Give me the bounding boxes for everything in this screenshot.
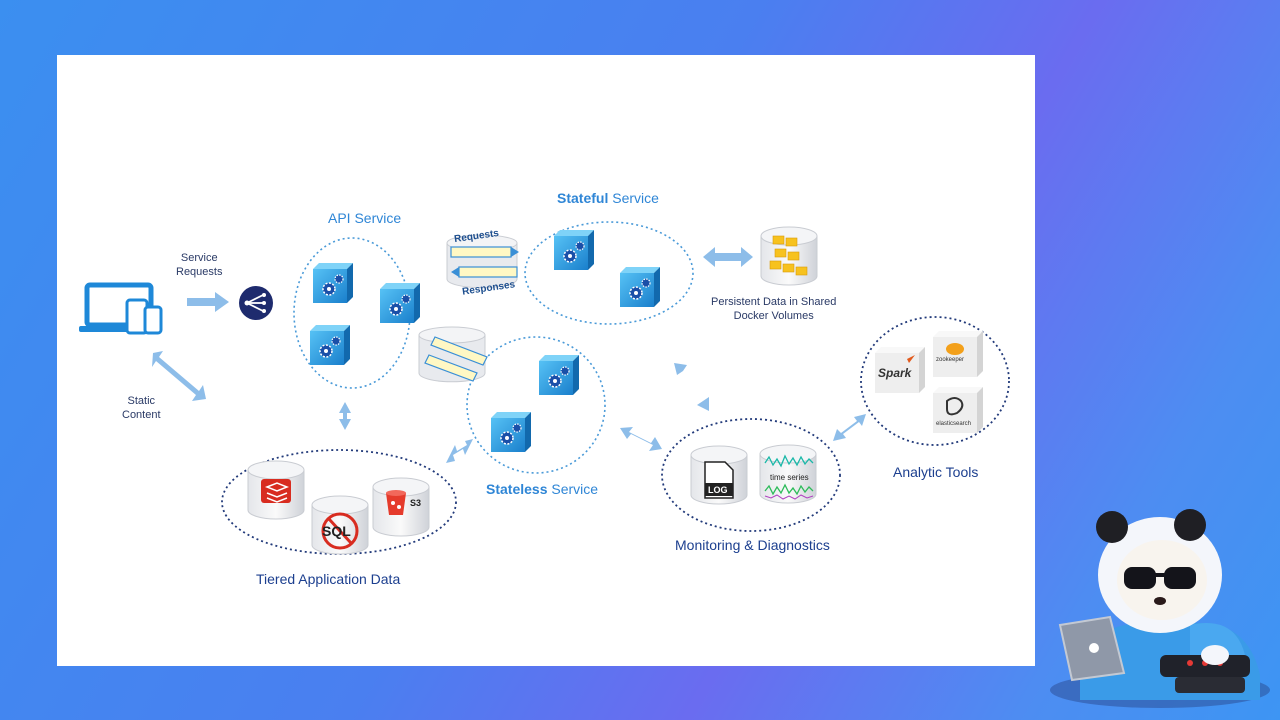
elasticsearch-label: elasticsearch: [936, 421, 972, 427]
tiered-data-circle: [221, 449, 457, 555]
stateful-service-circle: [524, 221, 694, 325]
architecture-diagram: [79, 221, 1010, 555]
container-cube-icon: [619, 266, 661, 308]
container-cube-icon: [538, 354, 580, 396]
devices-icon: [79, 282, 163, 335]
monitoring-circle: [661, 418, 841, 532]
log-file-icon: [704, 461, 734, 499]
container-cube-icon: [379, 282, 421, 324]
log-label: LOG: [708, 485, 728, 495]
stateful-service-suffix: Service: [608, 190, 659, 206]
container-cube-icon: [309, 324, 351, 366]
monitoring-analytics-arrow: [833, 414, 866, 441]
tiered-stateless-arrow: [446, 439, 473, 463]
analytic-tools-title: Analytic Tools: [893, 464, 979, 480]
static-content-arrow: [152, 351, 206, 401]
stateful-service-prefix: Stateful: [557, 190, 609, 206]
stateful-monitoring-arrow: [674, 363, 709, 411]
stateful-persistent-arrow: [703, 247, 753, 267]
container-cube-icon: [490, 411, 532, 453]
elasticsearch-icon: [933, 387, 983, 433]
monitoring-title: Monitoring & Diagnostics: [675, 537, 830, 553]
tiered-data-title: Tiered Application Data: [256, 571, 401, 587]
stateless-requests-icon: [418, 326, 488, 383]
persistent-data-label: Persistent Data in Shared Docker Volumes: [711, 296, 837, 322]
load-balancer-icon: [239, 286, 273, 320]
container-cube-icon: [553, 229, 595, 271]
sql-label: SQL: [322, 523, 351, 539]
static-content-label: Static Content: [122, 395, 161, 421]
api-service-title: API Service: [328, 210, 402, 226]
analytic-tools-circle: [860, 316, 1010, 446]
redis-icon: [261, 479, 291, 503]
zookeeper-icon: [933, 331, 983, 377]
stateless-service-title: Stateless Service: [486, 481, 598, 497]
diagram-slide: API Service Stateful Service Stateless S…: [57, 55, 1035, 666]
no-sql-icon: [321, 512, 359, 550]
container-cube-icon: [312, 262, 354, 304]
time-series-label: time series: [770, 473, 809, 482]
zookeeper-label: zookeeper: [936, 357, 965, 363]
stateless-service-circle: [466, 336, 606, 474]
panda-mascot-icon: [1050, 509, 1270, 708]
requests-responses-icon: [446, 234, 519, 289]
api-tiered-arrow: [339, 402, 351, 430]
spark-label: Spark: [878, 366, 912, 380]
stateless-service-suffix: Service: [547, 481, 599, 497]
s3-bucket-icon: [386, 490, 406, 515]
stateless-monitoring-arrow: [620, 427, 662, 451]
folder-icon: [769, 235, 808, 276]
service-requests-label: Service Requests: [176, 252, 223, 278]
spark-icon: [875, 347, 925, 393]
service-request-arrow: [187, 292, 229, 312]
stateless-service-prefix: Stateless: [486, 481, 548, 497]
time-series-icon: [764, 454, 814, 500]
stateful-service-title: Stateful Service: [557, 190, 659, 206]
s3-label: S3: [410, 498, 422, 508]
arrows: [152, 247, 866, 463]
